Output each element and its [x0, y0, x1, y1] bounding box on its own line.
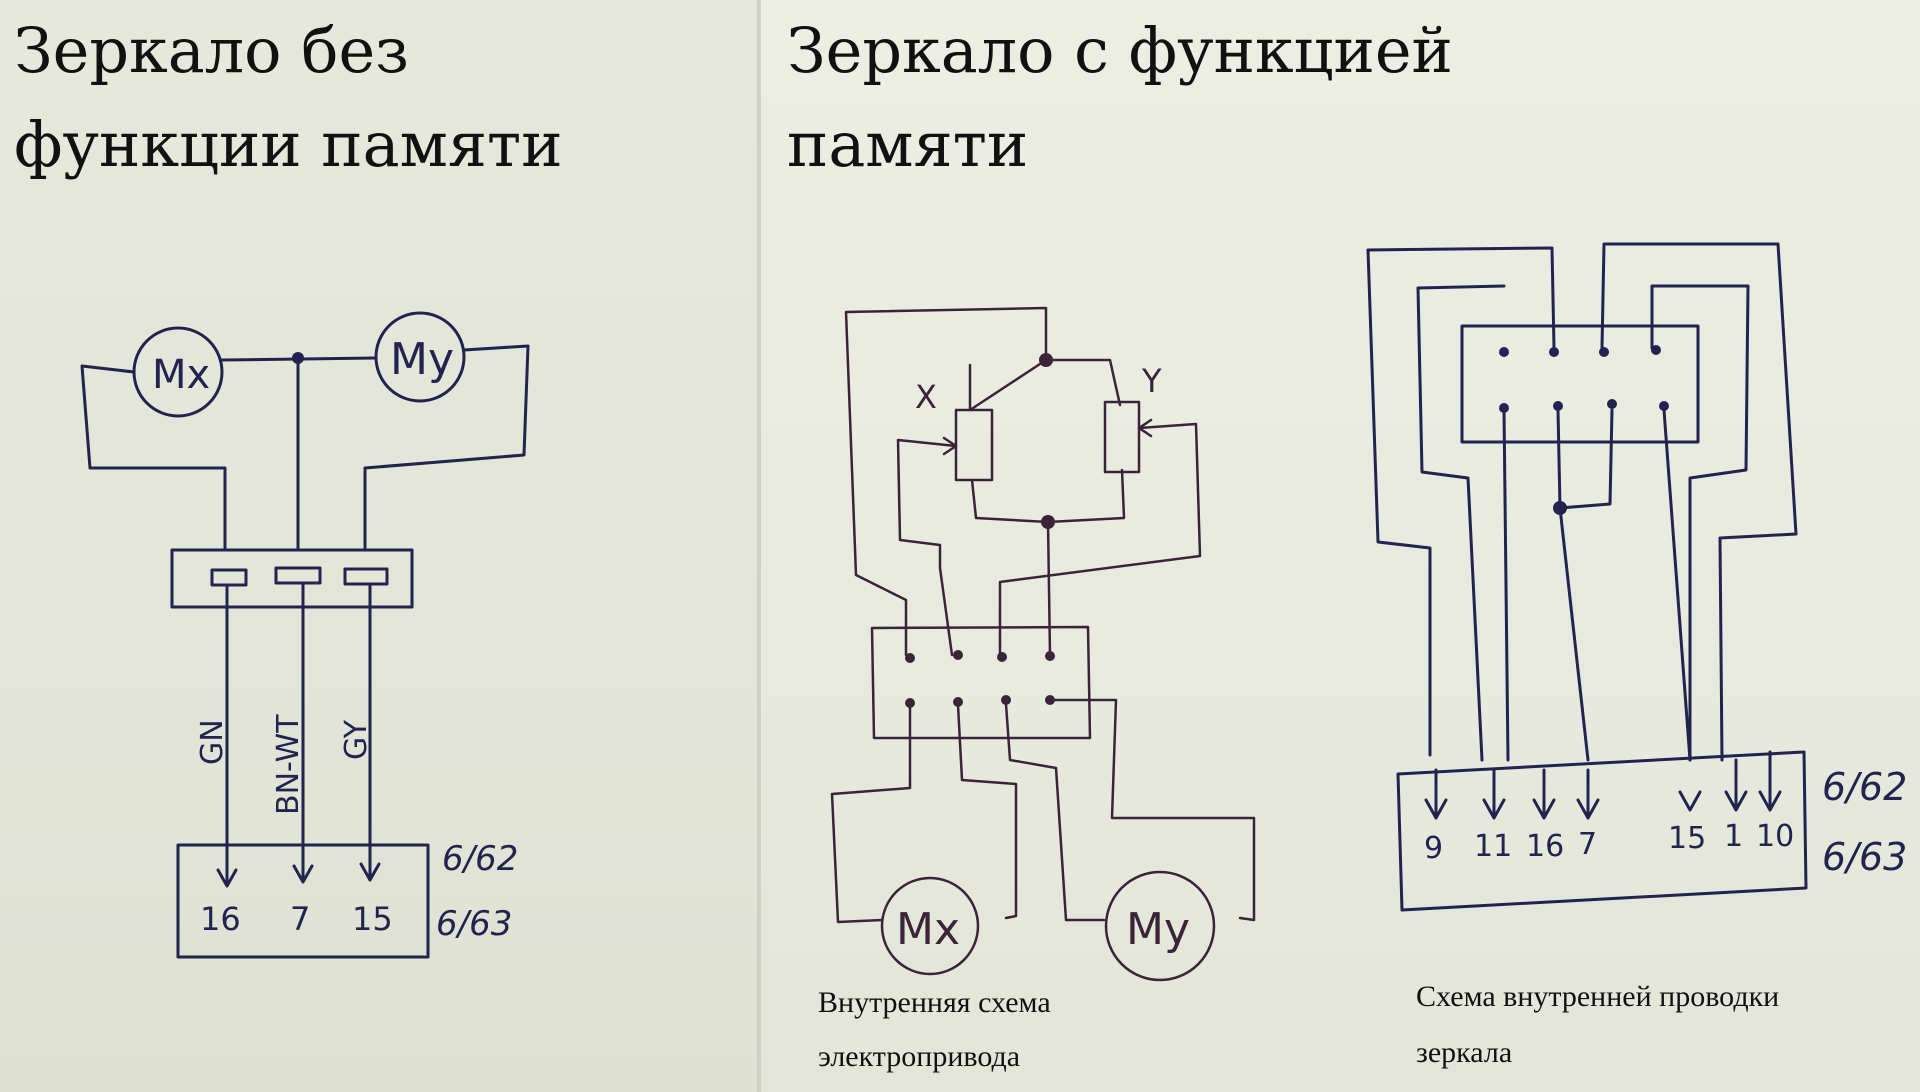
drive-labels: X Y Mx My	[896, 362, 1190, 955]
mirror-pin-9: 9	[1424, 831, 1443, 866]
left-wiring	[80, 311, 530, 959]
mirror-inner-loop-right	[1650, 284, 1750, 762]
drive-wiper-y-wire	[998, 422, 1202, 657]
drive-sensor-x-label: X	[915, 378, 937, 416]
drive-dots	[905, 353, 1055, 708]
mirror-outer-loop-right	[1600, 242, 1798, 762]
mirror-arrow-9	[1424, 768, 1448, 820]
left-arrow-bnwt	[292, 864, 314, 884]
mirror-plug	[1396, 750, 1808, 912]
mirror-arrow-1	[1724, 758, 1748, 812]
mirror-connector-code-1: 6/62	[1822, 765, 1907, 809]
drive-wire-my-b	[1048, 698, 1256, 922]
left-connector-code-2: 6/63	[436, 904, 512, 944]
right-title-line2: памяти	[787, 108, 1029, 181]
drive-motor-x-circle	[880, 876, 980, 976]
mirror-inner-connector	[1460, 324, 1700, 444]
drive-motor-y-label: My	[1126, 904, 1190, 955]
left-title-line2: функции памяти	[14, 108, 563, 181]
mirror-wiring	[1366, 242, 1808, 912]
left-paper-sheet	[0, 0, 760, 1092]
mirror-wire-bridge	[1556, 408, 1614, 510]
left-wire-label-gy: GY	[339, 719, 374, 760]
mirror-pin-10: 10	[1756, 819, 1794, 854]
left-motor-y-label: My	[390, 334, 454, 385]
drive-connector	[870, 625, 1092, 740]
mirror-dots	[1499, 345, 1669, 515]
left-mid-pin-1	[210, 568, 248, 587]
mirror-pin-11: 11	[1474, 829, 1512, 864]
right-title-line1: Зеркало с функцией	[787, 14, 1453, 87]
mirror-wire-7	[1558, 506, 1590, 762]
left-pin-15: 15	[352, 900, 393, 938]
mirror-arrow-11	[1482, 768, 1506, 820]
drive-pot-x	[954, 408, 994, 482]
drive-top-frame	[968, 358, 1122, 412]
drive-circuit	[830, 306, 1256, 982]
left-pin-7: 7	[290, 900, 310, 938]
mirror-outer-loop-left	[1366, 246, 1556, 757]
left-pin-16: 16	[200, 900, 241, 938]
drive-wiper-y-arrow	[1137, 418, 1153, 438]
left-labels: Mx My GN BN-WT GY 16 7 15 6/62 6/63	[152, 334, 518, 944]
right-paper-sheet	[760, 0, 1920, 1092]
left-connector-code-1: 6/62	[442, 839, 518, 879]
mirror-wire-15	[1662, 408, 1692, 762]
mirror-arrow-7	[1576, 768, 1600, 820]
mirror-pin-15: 15	[1668, 821, 1706, 856]
mirror-arrow-10	[1758, 750, 1782, 812]
left-loop-mx	[80, 364, 227, 550]
mirror-arrow-15	[1678, 790, 1702, 812]
drive-bottom-frame	[970, 468, 1126, 524]
left-plug	[176, 843, 430, 959]
drive-wiper-x-arrow	[942, 436, 958, 456]
left-loop-my	[363, 344, 530, 550]
left-title-line1: Зеркало без	[14, 14, 409, 87]
left-mid-pin-2	[274, 566, 322, 585]
left-motor-x-label: Mx	[152, 352, 210, 398]
mirror-pin-16: 16	[1526, 829, 1564, 864]
wiring-caption-line2: зеркала	[1416, 1036, 1513, 1069]
mirror-arrow-16	[1532, 768, 1556, 820]
drive-wire-mx-b	[956, 703, 1018, 920]
drive-pot-y	[1103, 400, 1141, 474]
drive-wire-my-a	[1004, 702, 1106, 922]
wiring-caption-line1: Схема внутренней проводки	[1416, 980, 1780, 1013]
drive-wiper-x-wire	[896, 438, 958, 657]
drive-caption-line2: электропривода	[818, 1040, 1021, 1073]
mirror-wire-16	[1502, 408, 1510, 762]
drive-center-wire	[1046, 520, 1052, 657]
mirror-inner-loop-left	[1416, 284, 1506, 762]
drive-wire-mx-a	[830, 703, 912, 924]
left-arrow-gy	[359, 862, 381, 882]
drive-motor-y-circle	[1104, 870, 1216, 982]
left-mid-pin-3	[343, 567, 389, 586]
left-junction-dot	[292, 352, 304, 364]
drive-caption-line1: Внутренняя схема	[818, 986, 1051, 1019]
left-mid-connector	[170, 548, 414, 609]
mirror-pin-1: 1	[1724, 819, 1743, 854]
left-arrow-gn	[216, 868, 238, 888]
drive-sensor-y-label: Y	[1141, 362, 1162, 400]
drive-outer-wire	[844, 306, 1048, 657]
drive-motor-x-label: Mx	[896, 904, 960, 955]
sheet-seam	[757, 0, 761, 1092]
mirror-labels: 9 11 16 7 15 1 10 6/62 6/63	[1424, 765, 1907, 879]
mirror-pin-7: 7	[1578, 827, 1597, 862]
left-wire-label-gn: GN	[195, 719, 230, 765]
left-wire-label-bnwt: BN-WT	[271, 714, 306, 815]
mirror-connector-code-2: 6/63	[1822, 835, 1907, 879]
